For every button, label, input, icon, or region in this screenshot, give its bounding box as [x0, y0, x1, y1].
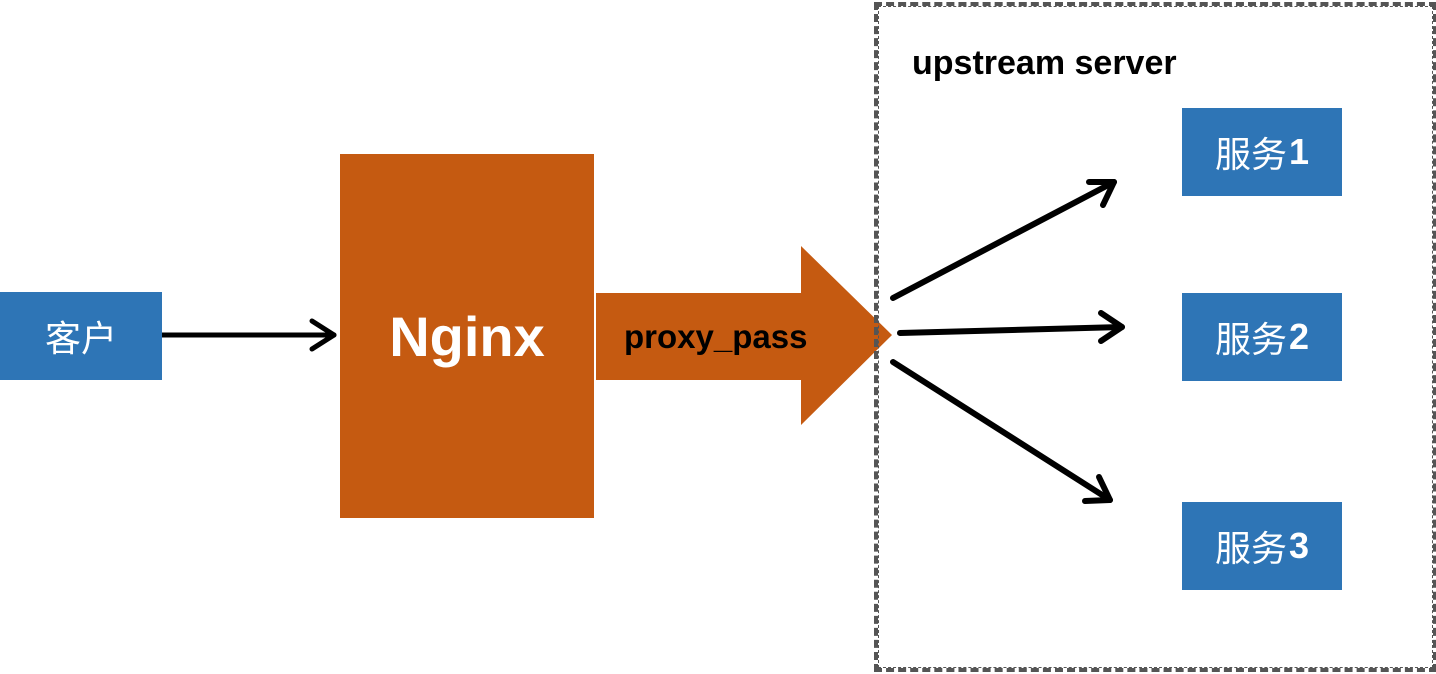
upstream-group-border	[874, 2, 1436, 672]
client-box: 客户	[0, 292, 162, 380]
service-2-number: 2	[1288, 316, 1310, 357]
proxy-pass-label: proxy_pass	[624, 318, 808, 355]
service-1-number: 1	[1288, 131, 1310, 172]
client-to-nginx-arrow	[159, 318, 337, 352]
service-2-name: 服务	[1214, 320, 1287, 361]
to-service-1-arrow	[890, 179, 1117, 301]
to-service-2-arrow	[897, 310, 1125, 344]
nginx-label: Nginx	[389, 304, 545, 368]
service-3-number: 3	[1288, 525, 1310, 566]
service-1-name: 服务	[1214, 135, 1287, 176]
service-3-name: 服务	[1214, 529, 1287, 570]
client-label: 客户	[44, 319, 117, 360]
proxy-pass-arrow	[596, 246, 892, 425]
upstream-label: upstream server	[912, 44, 1177, 82]
to-service-3-arrow	[890, 359, 1113, 504]
nginx-box: Nginx	[340, 154, 594, 518]
upstream-group-inner-border	[878, 6, 1433, 668]
